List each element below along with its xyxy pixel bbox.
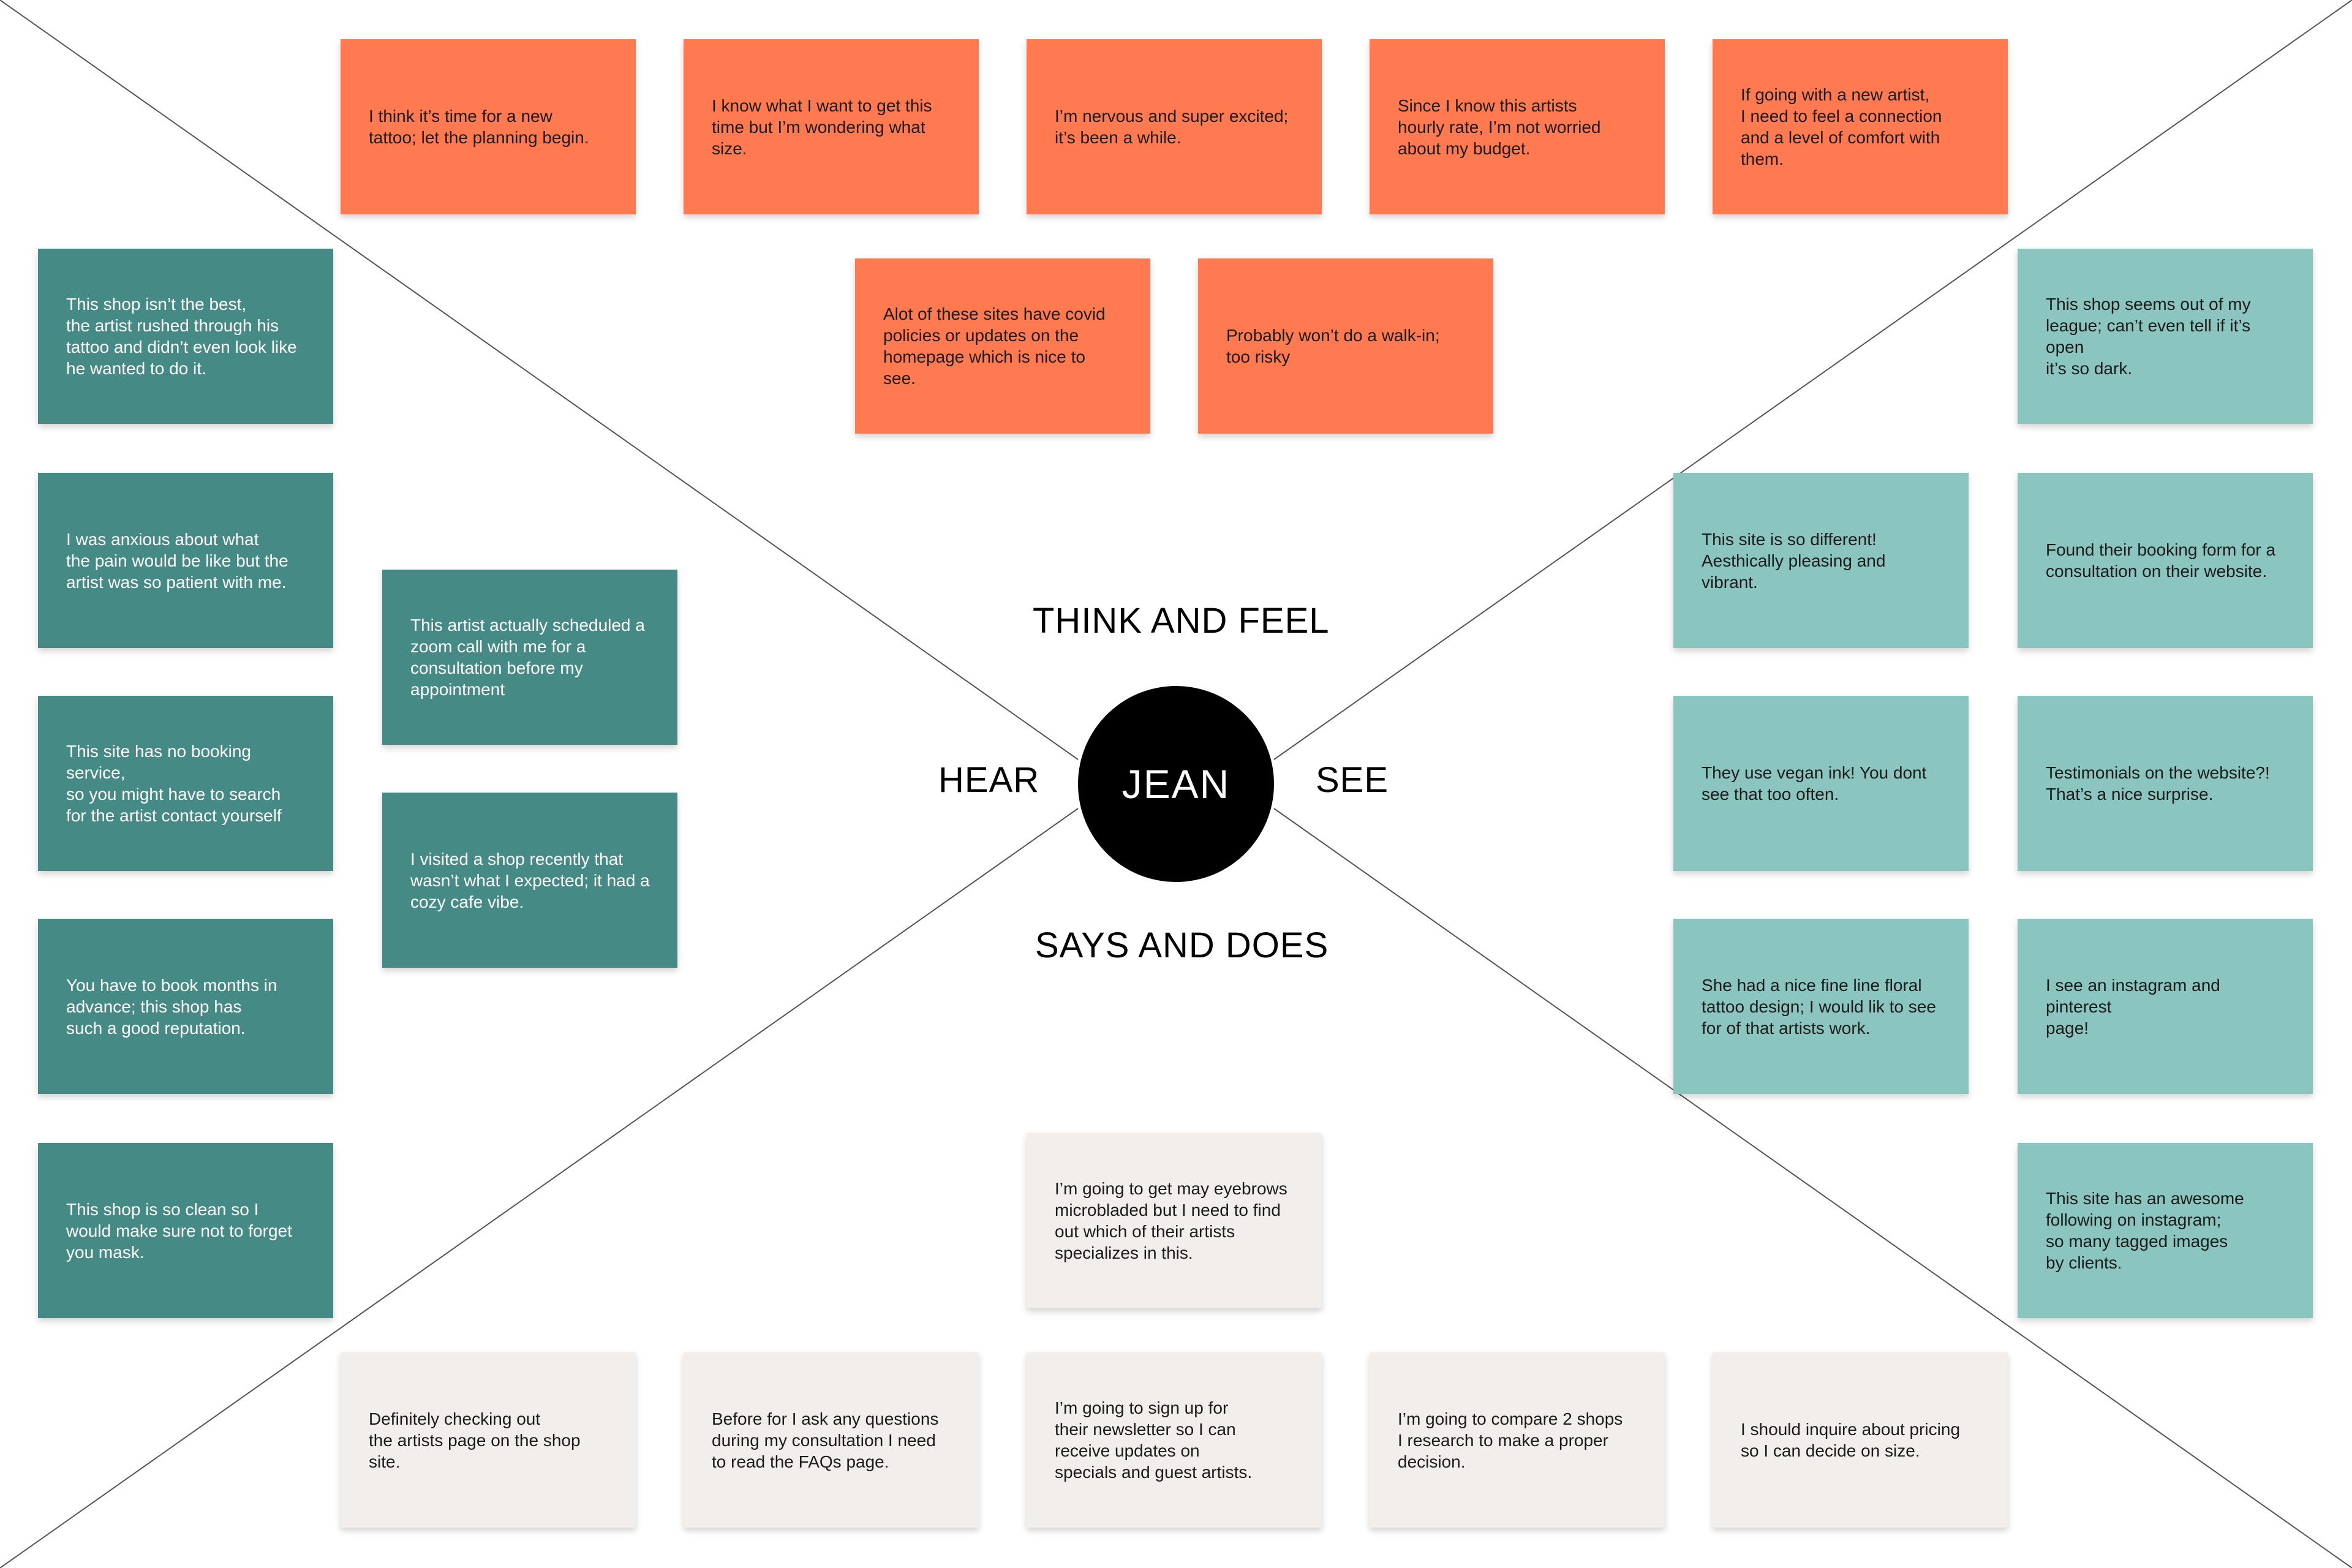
sticky-note-says-does[interactable]: I’m going to get may eyebrows microblade…	[1027, 1133, 1322, 1308]
quadrant-label-see: SEE	[1316, 760, 1389, 800]
divider-line-top-left	[0, 0, 1079, 760]
sticky-note-see[interactable]: I see an instagram and pinterest page!	[2018, 919, 2313, 1094]
sticky-note-see[interactable]: She had a nice fine line floral tattoo d…	[1673, 919, 1969, 1094]
sticky-note-think-feel[interactable]: Probably won’t do a walk-in; too risky	[1198, 258, 1493, 434]
sticky-note-says-does[interactable]: Definitely checking out the artists page…	[341, 1352, 636, 1528]
sticky-note-think-feel[interactable]: I think it’s time for a new tattoo; let …	[341, 39, 636, 214]
sticky-note-think-feel[interactable]: If going with a new artist, I need to fe…	[1713, 39, 2008, 214]
persona-name: JEAN	[1121, 761, 1231, 807]
quadrant-label-hear: HEAR	[938, 760, 1040, 800]
sticky-note-think-feel[interactable]: I know what I want to get this time but …	[684, 39, 979, 214]
sticky-note-see[interactable]: They use vegan ink! You dont see that to…	[1673, 696, 1969, 871]
sticky-note-hear[interactable]: I visited a shop recently that wasn’t wh…	[382, 793, 677, 968]
sticky-note-see[interactable]: This site has an awesome following on in…	[2018, 1143, 2313, 1318]
sticky-note-see[interactable]: This shop seems out of my league; can’t …	[2018, 249, 2313, 424]
sticky-note-hear[interactable]: This shop is so clean so I would make su…	[38, 1143, 333, 1318]
sticky-note-hear[interactable]: This site has no booking service, so you…	[38, 696, 333, 871]
sticky-note-hear[interactable]: You have to book months in advance; this…	[38, 919, 333, 1094]
divider-line-top-right	[1273, 0, 2352, 760]
sticky-note-says-does[interactable]: Before for I ask any questions during my…	[684, 1352, 979, 1528]
divider-line-bottom-left	[0, 808, 1079, 1568]
sticky-note-think-feel[interactable]: I’m nervous and super excited; it’s been…	[1027, 39, 1322, 214]
quadrant-label-says-does: SAYS AND DOES	[1035, 925, 1329, 965]
persona-circle: JEAN	[1078, 686, 1274, 882]
sticky-note-hear[interactable]: This shop isn’t the best, the artist rus…	[38, 249, 333, 424]
sticky-note-think-feel[interactable]: Since I know this artists hourly rate, I…	[1370, 39, 1665, 214]
sticky-note-hear[interactable]: I was anxious about what the pain would …	[38, 473, 333, 648]
sticky-note-says-does[interactable]: I should inquire about pricing so I can …	[1713, 1352, 2008, 1528]
sticky-note-think-feel[interactable]: Alot of these sites have covid policies …	[855, 258, 1150, 434]
sticky-note-see[interactable]: Testimonials on the website?! That’s a n…	[2018, 696, 2313, 871]
sticky-note-hear[interactable]: This artist actually scheduled a zoom ca…	[382, 570, 677, 745]
sticky-note-says-does[interactable]: I’m going to compare 2 shops I research …	[1370, 1352, 1665, 1528]
sticky-note-says-does[interactable]: I’m going to sign up for their newslette…	[1027, 1352, 1322, 1528]
quadrant-label-think-feel: THINK AND FEEL	[1033, 601, 1330, 641]
sticky-note-see[interactable]: This site is so different! Aesthically p…	[1673, 473, 1969, 648]
divider-line-bottom-right	[1273, 808, 2352, 1568]
sticky-note-see[interactable]: Found their booking form for a consultat…	[2018, 473, 2313, 648]
